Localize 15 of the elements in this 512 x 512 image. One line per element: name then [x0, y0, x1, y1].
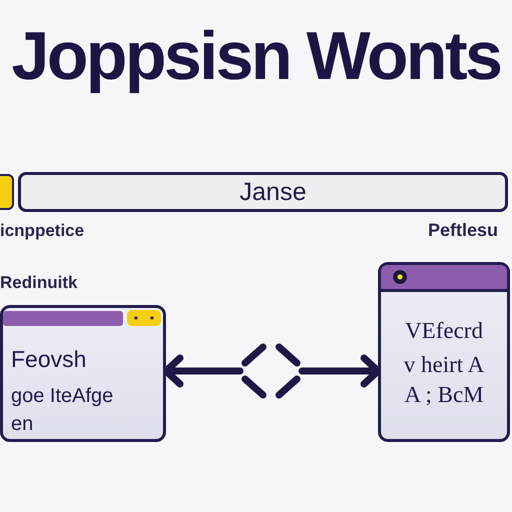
window-text: goe IteAfge [11, 384, 114, 408]
window-text: A ; BcM [403, 381, 485, 408]
window-text: v heirt A [402, 351, 486, 378]
caption-label: Peftlesu [428, 220, 498, 240]
window-text: VEfecrd [404, 317, 484, 344]
window-text: Feovsh [11, 346, 86, 373]
bar-text: Janse [238, 177, 306, 207]
app-window [0, 305, 166, 442]
title-bar-field [18, 172, 508, 212]
window-text: en [11, 412, 34, 436]
dashed-diamond [240, 342, 302, 400]
diagram-title: Joppsisn Wonts [10, 17, 502, 96]
app-window [378, 262, 510, 442]
caption-label: icnppetice [0, 221, 84, 241]
caption-label: Redinuitk [0, 273, 78, 293]
